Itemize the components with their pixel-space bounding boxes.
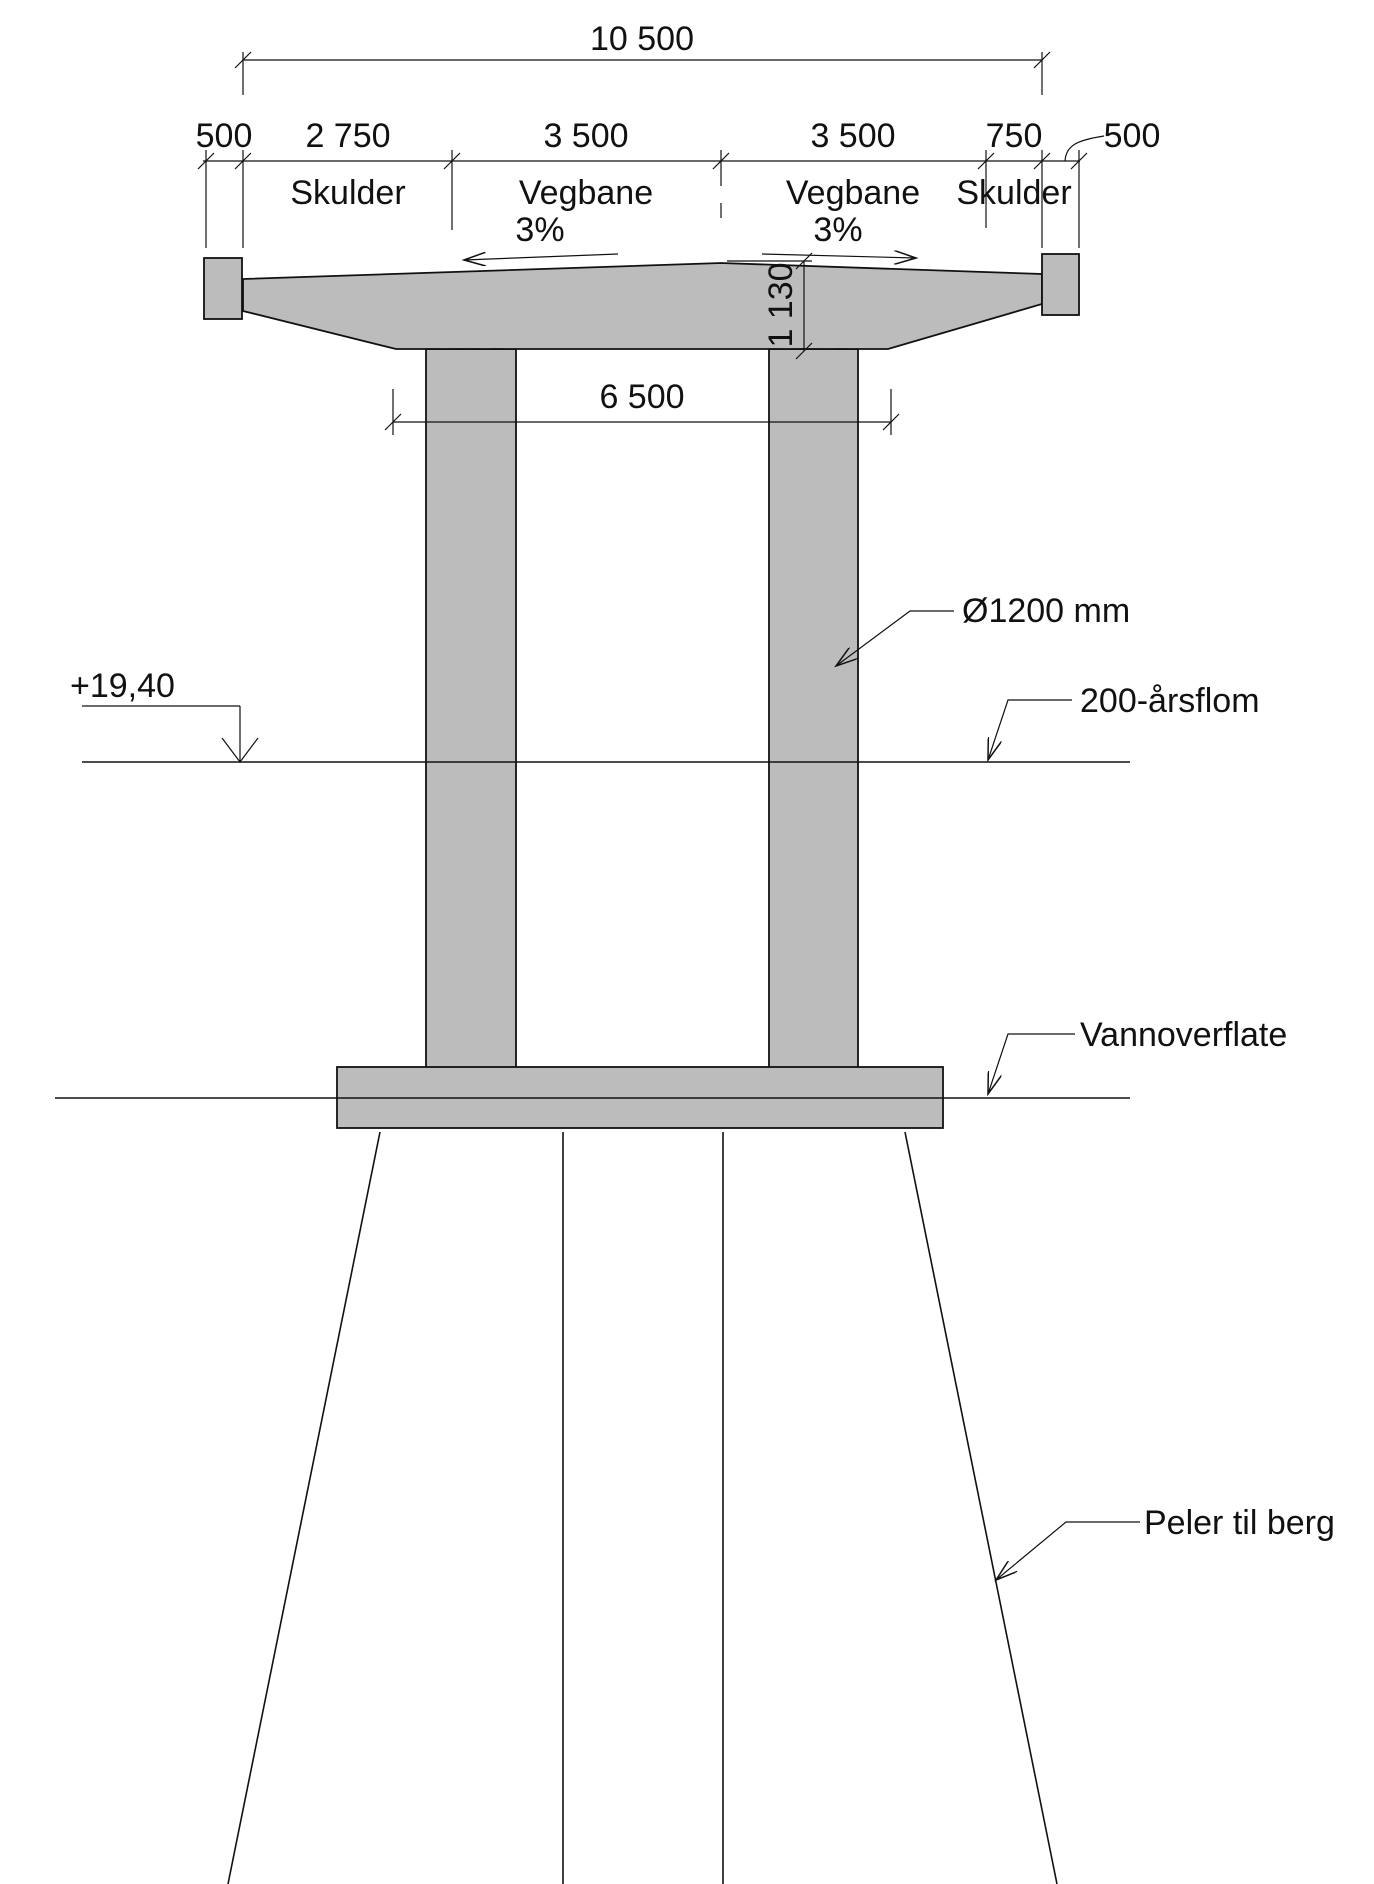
shoulder-right-label: Skulder [956, 174, 1071, 212]
total-width-dimension: 10 500 [234, 20, 1051, 95]
shoulder-right-width-label: 750 [986, 117, 1043, 155]
lane-right-label: Vegbane [786, 174, 920, 212]
water-surface-label: Vannoverflate [1080, 1016, 1287, 1054]
column-diameter-callout: Ø1200 mm [836, 592, 1130, 666]
column-spacing-label: 6 500 [599, 378, 684, 416]
shoulder-left-width-label: 2 750 [305, 117, 390, 155]
deck-depth-label: 1 130 [762, 262, 800, 347]
flood-level: +19,40 200-årsflom [70, 667, 1260, 763]
pile-right-raked [904, 1131, 1058, 1884]
edge-beam-right [1041, 253, 1080, 316]
slope-right-label: 3% [813, 211, 862, 249]
shoulder-left-label: Skulder [290, 174, 405, 212]
lane-right-width-label: 3 500 [810, 117, 895, 155]
piles [227, 1131, 1058, 1884]
deck-depth-dimension: 1 130 [727, 252, 813, 360]
slope-right-arrow [761, 254, 916, 258]
column-spacing-dimension: 6 500 [384, 378, 900, 435]
edge-right-width-label: 500 [1104, 117, 1161, 155]
elevation-arrow-icon [221, 737, 259, 763]
column-right [768, 348, 859, 1072]
edge-left-width-label: 500 [196, 117, 253, 155]
bridge-deck [242, 262, 1043, 350]
water-surface-callout: Vannoverflate [988, 1016, 1287, 1094]
piles-label: Peler til berg [1144, 1504, 1335, 1542]
slope-left-arrow [464, 254, 619, 260]
total-width-label: 10 500 [590, 20, 694, 58]
edge-right-leader [1064, 135, 1105, 162]
lane-left-width-label: 3 500 [543, 117, 628, 155]
pile-left-raked [227, 1131, 381, 1884]
flood-level-label: 200-årsflom [1080, 682, 1260, 720]
segment-dimension-chain: 500 2 750 3 500 3 500 750 500 [196, 117, 1161, 248]
column-left [425, 348, 517, 1072]
edge-beam-left [203, 257, 243, 320]
piles-callout: Peler til berg [996, 1504, 1335, 1580]
flood-elevation-label: +19,40 [70, 667, 175, 705]
column-diameter-label: Ø1200 mm [962, 592, 1130, 630]
lane-left-label: Vegbane [519, 174, 653, 212]
slope-left-label: 3% [515, 211, 564, 249]
